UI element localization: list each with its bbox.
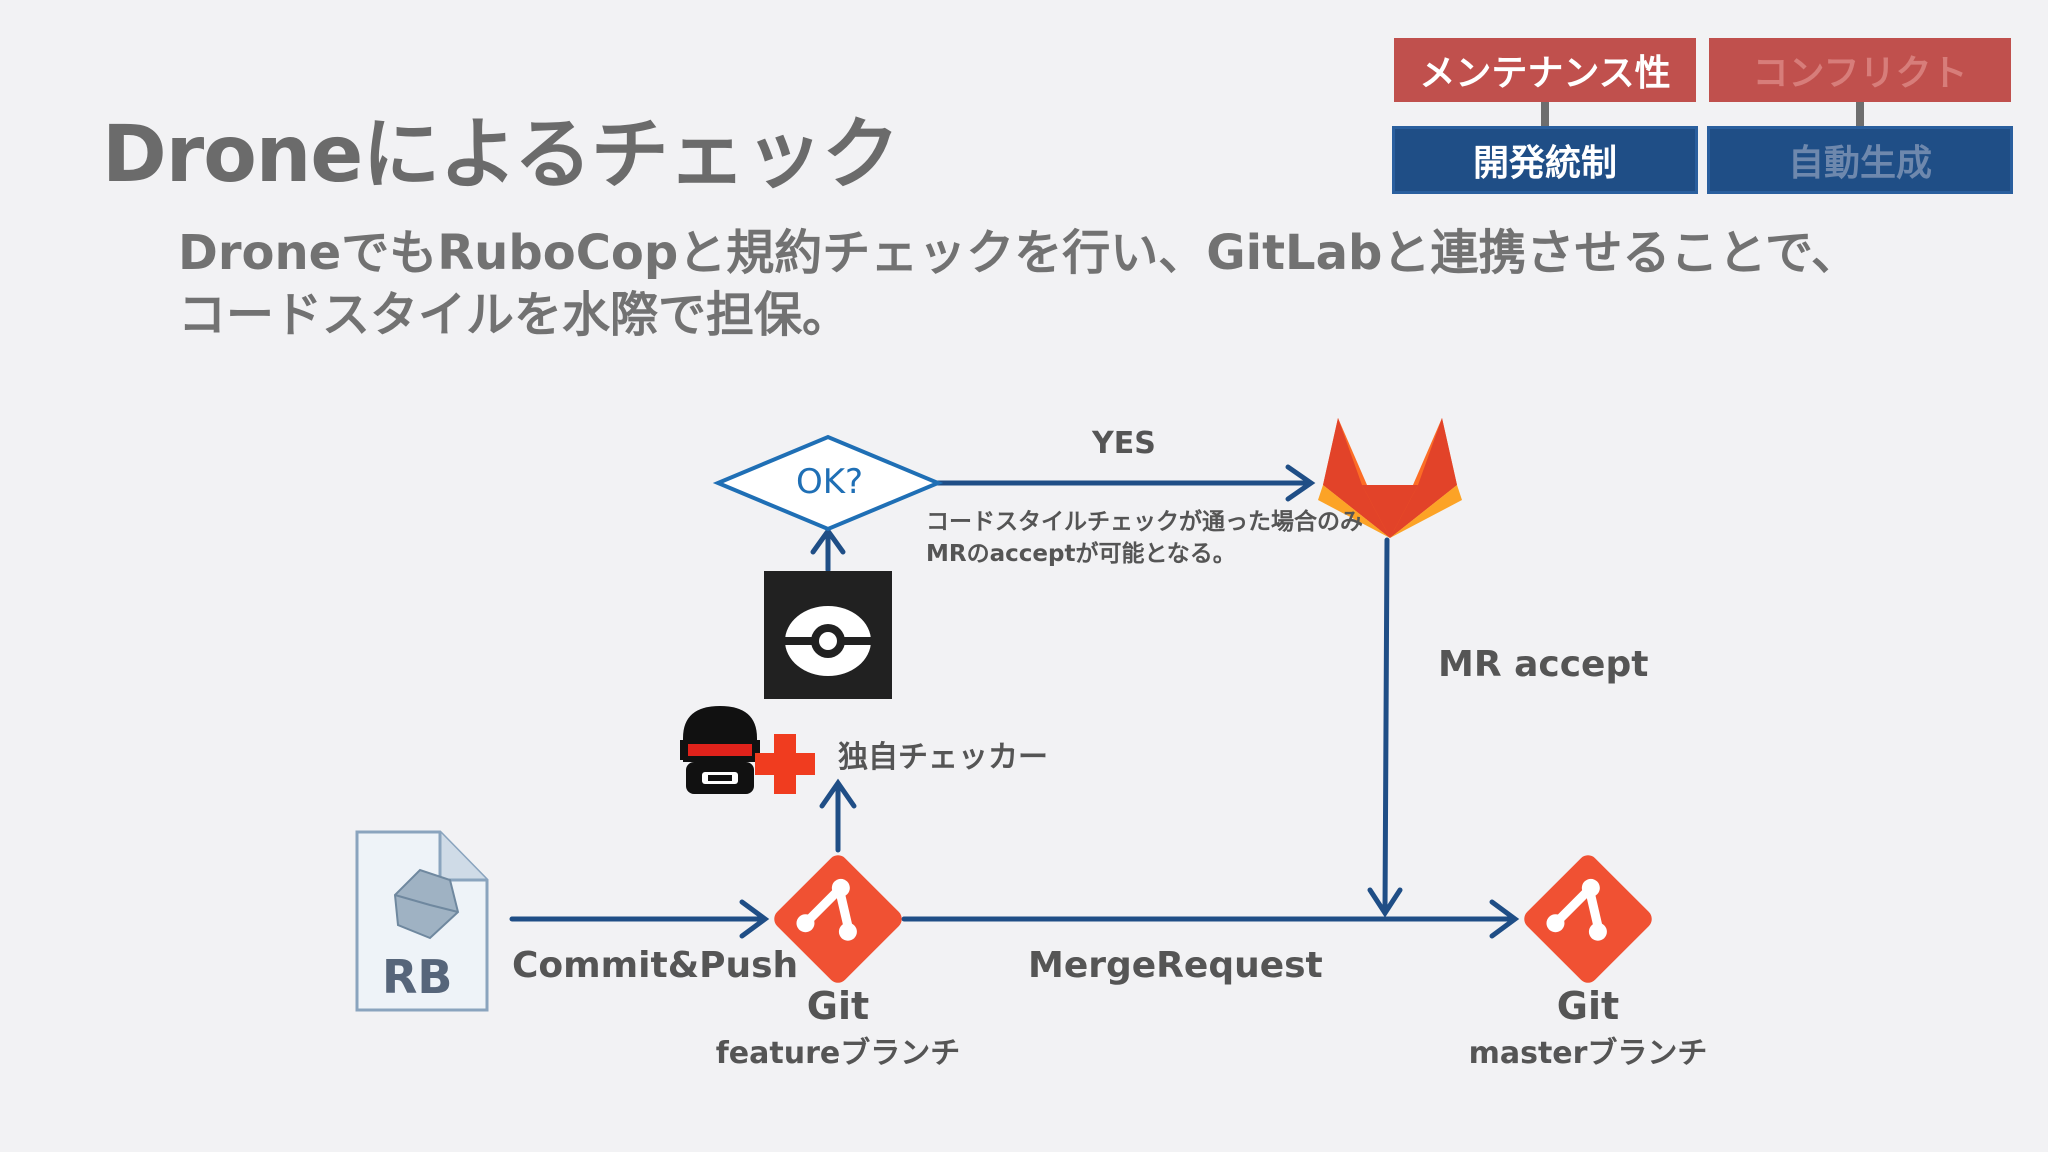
tag-connector-left [1541,102,1549,126]
plus-icon [755,734,815,794]
git-feature-icon [774,855,902,983]
git-feature-branch: featureブランチ [715,1036,961,1071]
arrowhead-commit-push [739,899,770,939]
custom-checker-label: 独自チェッカー [838,740,1048,775]
git-master-icon [1524,855,1652,983]
slide-title: Droneによるチェック [102,110,900,200]
slide-subtitle: DroneでもRuboCopと規約チェックを行い、GitLabと連携させることで… [178,222,1859,346]
git-master-name: Git [1556,984,1620,1028]
arrowhead-yes [1285,464,1316,502]
tag-maintainability: メンテナンス性 [1394,38,1696,102]
decision-diamond [712,434,944,532]
tag-auto-generation: 自動生成 [1707,126,2013,194]
merge-request-label: MergeRequest [1028,945,1323,986]
arrowhead-merge-request [1489,899,1520,939]
note-line-2: MRのacceptが可能となる。 [926,541,1236,567]
rubocop-icon [680,706,760,794]
decision-label: OK? [796,462,864,502]
subtitle-line-2: コードスタイルを水際で担保。 [178,287,851,343]
rb-file-label: RB [382,950,453,1004]
yes-label: YES [1092,426,1156,461]
git-feature-name: Git [806,984,870,1028]
commit-push-label: Commit&Push [512,945,799,986]
note-line-1: コードスタイルチェックが通った場合のみ [926,509,1363,535]
note-text: コードスタイルチェックが通った場合のみ MRのacceptが可能となる。 [926,506,1363,570]
arrow-mr-accept [1382,537,1390,913]
tag-connector-right [1856,102,1864,126]
subtitle-line-1: DroneでもRuboCopと規約チェックを行い、GitLabと連携させることで… [178,225,1860,281]
tag-dev-governance: 開発統制 [1392,126,1698,194]
rb-file-icon [355,830,489,1012]
arrowhead-to-checker [819,778,857,809]
arrowhead-mr-accept [1367,887,1403,918]
gitlab-icon [1318,418,1462,538]
mr-accept-label: MR accept [1438,644,1649,685]
drone-icon [764,571,892,699]
git-master-branch: masterブランチ [1468,1036,1708,1071]
tag-conflict: コンフリクト [1709,38,2011,102]
